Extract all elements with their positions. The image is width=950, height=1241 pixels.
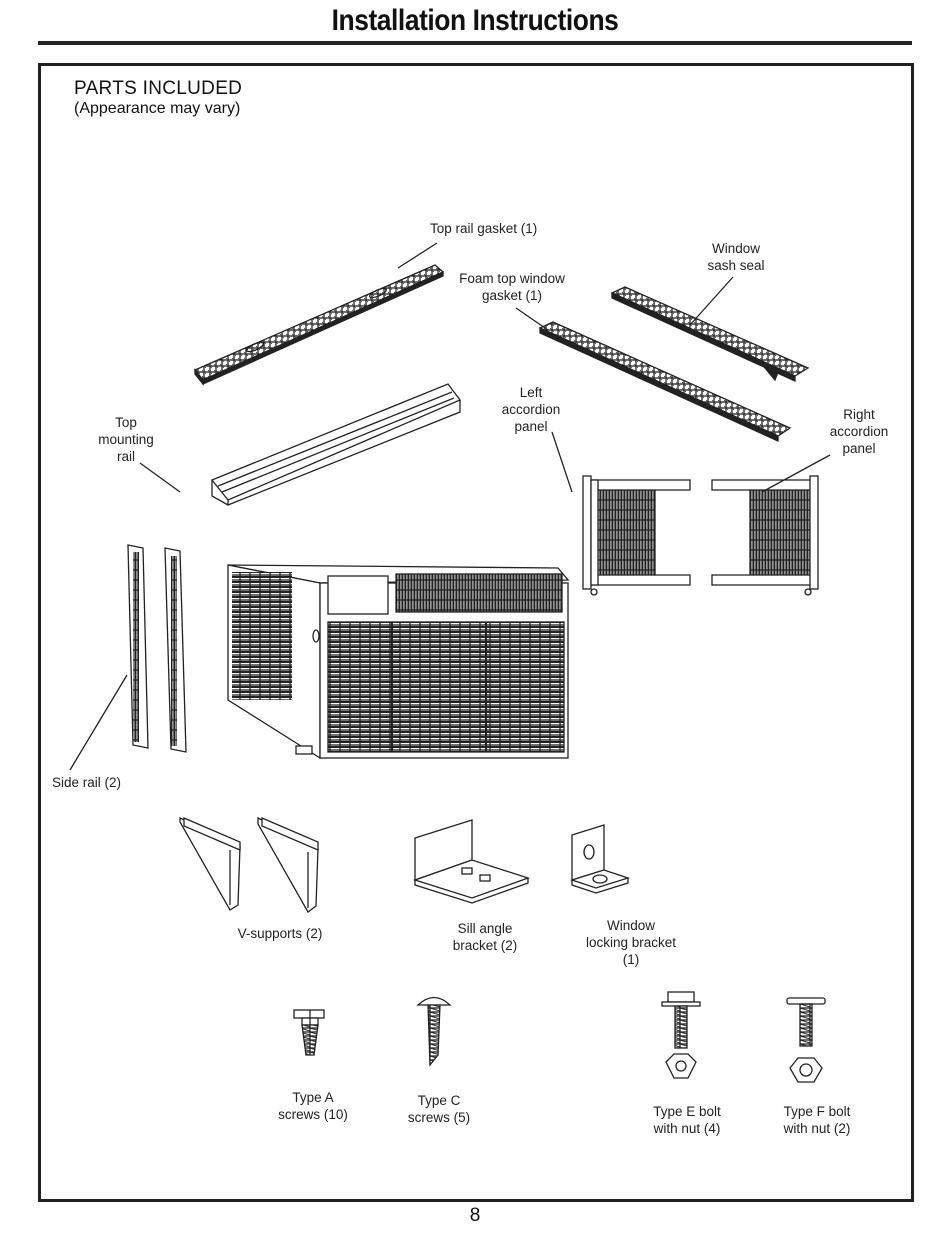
label-line: Window (606, 918, 655, 933)
label-top-mounting-rail: Top mounting rail (88, 414, 164, 465)
label-window-sash-seal: Window sash seal (698, 240, 774, 274)
top-mounting-rail (139, 383, 462, 506)
label-line: accordion (829, 424, 889, 439)
label-line: screws (10) (278, 1107, 348, 1122)
label-line: with nut (4) (653, 1121, 721, 1136)
window-sash-seal (610, 276, 810, 383)
label-line: bracket (2) (452, 938, 518, 953)
label-line: Type C (417, 1093, 461, 1108)
label-line: gasket (1) (481, 288, 543, 303)
label-right-accordion-panel: Right accordion panel (820, 406, 898, 457)
label-line: locking bracket (585, 935, 677, 950)
label-line: Top (115, 415, 137, 430)
label-line: accordion (501, 402, 561, 417)
label-line: Left (519, 385, 543, 400)
label-line: Type F bolt (783, 1104, 851, 1119)
label-left-accordion-panel: Left accordion panel (492, 384, 570, 435)
label-line: Foam top window (459, 271, 565, 286)
label-line: panel (514, 419, 548, 434)
side-rails (69, 544, 187, 771)
parts-frame (38, 63, 914, 1202)
label-window-locking-bracket: Window locking bracket (1) (572, 917, 690, 968)
label-line: Type A (292, 1090, 334, 1105)
label-sill-angle-bracket: Sill angle bracket (2) (440, 920, 530, 954)
right-accordion-panel (711, 454, 831, 596)
type-e-bolt (661, 991, 701, 1079)
foam-top-window-gasket (515, 307, 792, 443)
label-foam-top-window-gasket: Foam top window gasket (1) (448, 270, 576, 304)
parts-heading: PARTS INCLUDED (74, 78, 243, 99)
label-side-rail: Side rail (2) (52, 775, 122, 790)
label-type-e-bolt: Type E bolt with nut (4) (640, 1103, 734, 1137)
window-locking-bracket (569, 824, 631, 894)
label-line: with nut (2) (783, 1121, 851, 1136)
label-top-rail-gasket: Top rail gasket (1) (430, 221, 538, 236)
label-v-supports: V-supports (2) (237, 926, 323, 941)
parts-subheading: (Appearance may vary) (74, 100, 241, 117)
label-line: Sill angle (457, 921, 513, 936)
v-supports (179, 816, 319, 913)
label-line: sash seal (707, 258, 765, 273)
label-line: panel (842, 441, 876, 456)
label-type-c-screws: Type C screws (5) (396, 1092, 482, 1126)
label-line: Right (843, 407, 875, 422)
label-line: Type E bolt (653, 1104, 721, 1119)
type-c-screw (416, 996, 452, 1067)
left-accordion-panel (551, 431, 691, 596)
label-line: Window (711, 241, 760, 256)
label-line: rail (116, 449, 135, 464)
label-type-f-bolt: Type F bolt with nut (2) (770, 1103, 864, 1137)
label-line: mounting (98, 432, 154, 447)
page-title: Installation Instructions (331, 4, 619, 37)
type-a-screw (293, 1009, 325, 1056)
label-type-a-screws: Type A screws (10) (268, 1089, 358, 1123)
title-rule (38, 41, 912, 45)
sill-angle-bracket (412, 819, 531, 904)
air-conditioner-unit (227, 564, 570, 760)
label-line: (1) (622, 952, 640, 967)
label-line: screws (5) (407, 1110, 471, 1125)
top-rail-gasket (193, 242, 445, 386)
type-f-bolt (786, 997, 826, 1083)
page-number: 8 (469, 1205, 481, 1226)
